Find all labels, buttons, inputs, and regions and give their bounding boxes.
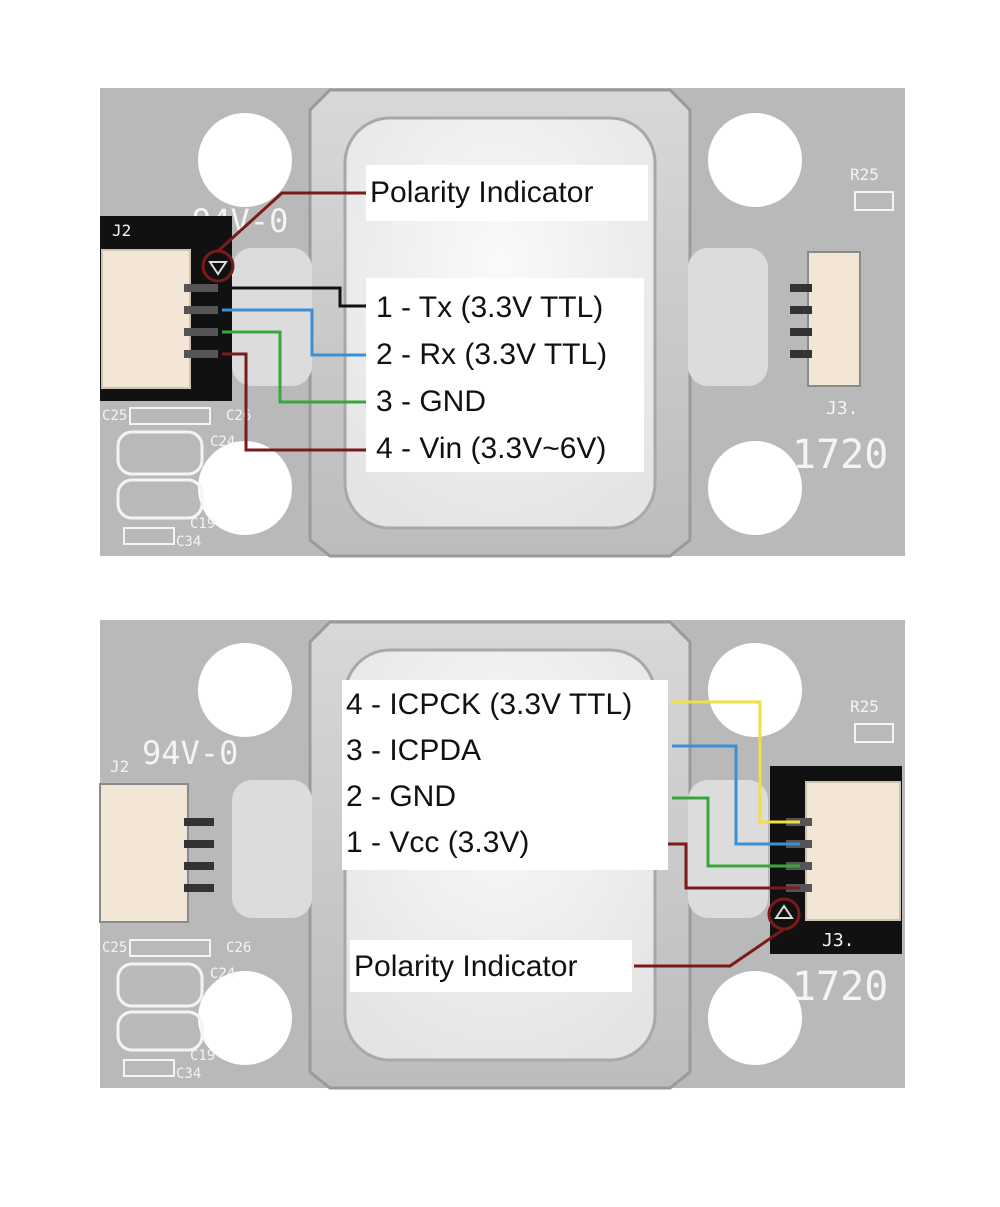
capacitor (116, 1010, 204, 1052)
r25-label: R25 (850, 165, 879, 184)
polarity-label-box (366, 165, 648, 221)
c34-label: C34 (176, 534, 201, 550)
wire-polarity (634, 927, 785, 968)
capacitor (129, 939, 211, 957)
c19-label: C19 (190, 516, 215, 532)
capacitor (129, 407, 211, 425)
frame-tab (232, 780, 312, 918)
j2-label: J2 (112, 221, 131, 240)
polarity-triangle (208, 261, 228, 276)
c19-label: C19 (190, 1048, 215, 1064)
c34-label: C34 (176, 1066, 201, 1082)
polarity-label-box (350, 940, 632, 992)
j2-label: J2 (110, 757, 129, 776)
wire-pin-2 (672, 796, 800, 868)
capacitor (123, 527, 175, 545)
mounting-hole (708, 971, 802, 1065)
bottom-board: 94V-0 J2 R25 1720 C25 C26 C24 C19 C34 (99, 620, 905, 1090)
mounting-hole (198, 113, 292, 207)
frame-tab (688, 248, 768, 386)
ul-mark: 94V-0 (142, 734, 238, 772)
mounting-hole (708, 441, 802, 535)
wire-pin-2 (222, 308, 368, 357)
polarity-label: Polarity Indicator (370, 176, 593, 209)
j3-label: J3. (826, 398, 859, 419)
r25-resistor (854, 723, 894, 743)
connector-j2 (99, 783, 214, 923)
pin-label-2: 2 - Rx (3.3V TTL) (376, 338, 607, 371)
capacitor (116, 962, 204, 1008)
pin-label-3: 3 - GND (376, 385, 486, 418)
wire-pin-4 (672, 700, 800, 824)
wire-polarity (216, 191, 368, 253)
wire-pin-3 (222, 330, 368, 404)
pin-label-1: 1 - Tx (3.3V TTL) (376, 291, 603, 324)
polarity-label: Polarity Indicator (354, 950, 577, 983)
frame-tab (232, 248, 312, 386)
connector-j2 (101, 249, 191, 389)
capacitor (116, 430, 204, 476)
date-code: 1720 (792, 432, 888, 478)
pin-label-1: 1 - Vcc (3.3V) (346, 826, 529, 859)
frame-tab (688, 780, 768, 918)
mounting-hole (198, 441, 292, 535)
connector-j3 (805, 781, 901, 921)
polarity-triangle (774, 904, 794, 919)
capacitor (123, 1059, 175, 1077)
mounting-hole (198, 643, 292, 737)
pin-labels-box (366, 278, 644, 472)
wire-pin-1 (222, 286, 368, 308)
capacitor (116, 478, 204, 520)
date-code: 1720 (792, 964, 888, 1010)
pin-labels-box (342, 680, 668, 870)
j3-label: J3. (822, 930, 855, 951)
c26-label: C26 (226, 408, 251, 424)
connector-j3-highlight: J3. (770, 766, 902, 954)
c25-label: C25 (102, 408, 127, 424)
wire-pin-3 (672, 744, 800, 846)
r25-label: R25 (850, 697, 879, 716)
wire-pin-4 (222, 352, 368, 452)
pin-label-4: 4 - ICPCK (3.3V TTL) (346, 688, 632, 721)
c24-label: C24 (210, 434, 235, 450)
c25-label: C25 (102, 940, 127, 956)
r25-resistor (854, 191, 894, 211)
mounting-hole (708, 113, 802, 207)
connector-j2-highlight: J2 (100, 216, 232, 401)
c24-label: C24 (210, 966, 235, 982)
pin-label-3: 3 - ICPDA (346, 734, 481, 767)
top-board: 94V-0 R25 J3. 1720 C25 C26 C24 C19 C34 J… (100, 88, 905, 558)
mounting-hole (708, 643, 802, 737)
pin-label-2: 2 - GND (346, 780, 456, 813)
connector-j3 (790, 251, 861, 387)
wire-pin-1 (668, 842, 800, 890)
c26-label: C26 (226, 940, 251, 956)
mounting-hole (198, 971, 292, 1065)
pin-label-4: 4 - Vin (3.3V~6V) (376, 432, 606, 465)
